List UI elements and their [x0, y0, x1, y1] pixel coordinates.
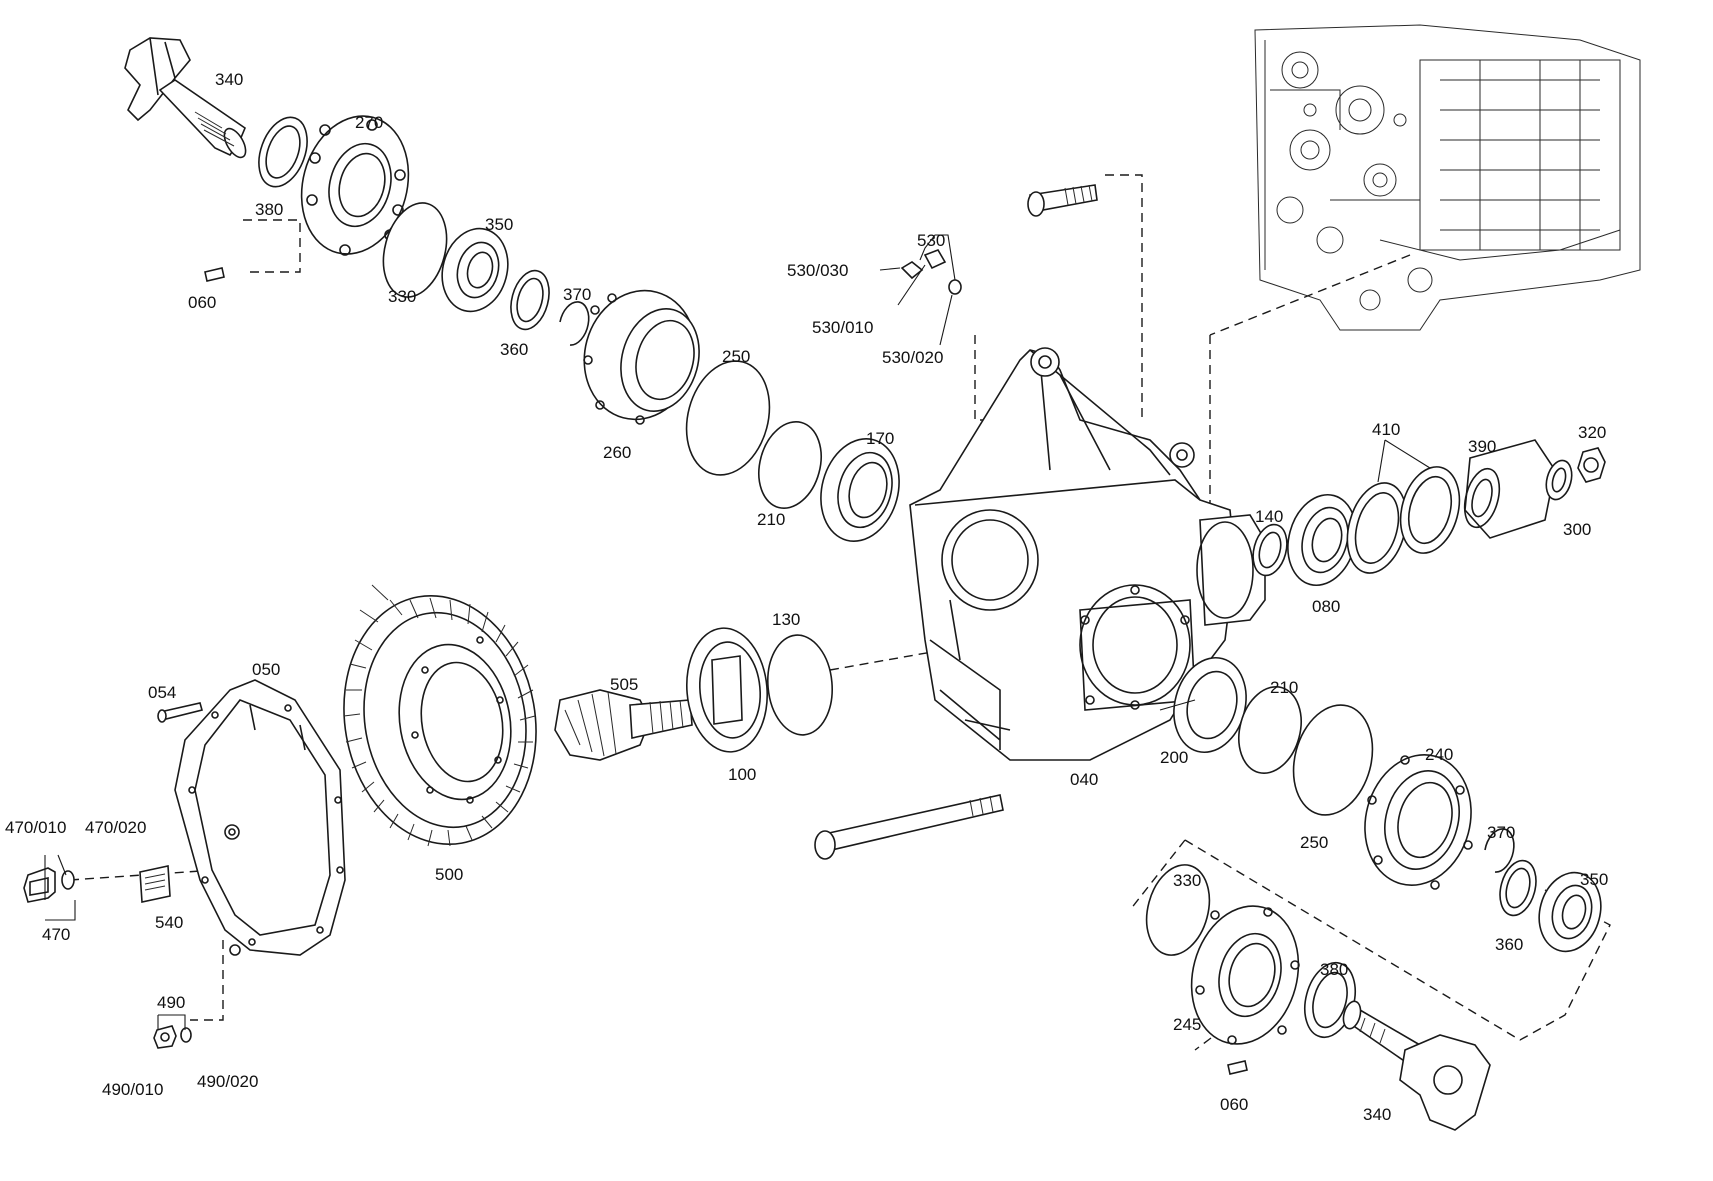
- flange-shaft-340-top: [124, 37, 247, 159]
- label-530-010: 530/010: [812, 318, 873, 337]
- label-490: 490: [157, 993, 185, 1012]
- flange-shaft-340-bottom: [1342, 1000, 1491, 1131]
- label-360-b: 360: [1495, 935, 1523, 954]
- ring-140: [1252, 523, 1288, 577]
- shim-130: [767, 634, 833, 736]
- bearing-350-top: [441, 227, 509, 313]
- label-490-010: 490/010: [102, 1080, 163, 1099]
- label-210-b: 210: [1270, 678, 1298, 697]
- label-370-b: 370: [1487, 823, 1515, 842]
- label-370: 370: [563, 285, 591, 304]
- ring-360-top: [510, 269, 550, 331]
- label-470-010: 470/010: [5, 818, 66, 837]
- label-500: 500: [435, 865, 463, 884]
- label-050: 050: [252, 660, 280, 679]
- bearing-170: [820, 438, 900, 542]
- label-340-b: 340: [1363, 1105, 1391, 1124]
- leader-lines: [44, 264, 1431, 1030]
- label-250: 250: [722, 347, 750, 366]
- plate-540: [139, 865, 171, 903]
- label-410: 410: [1372, 420, 1400, 439]
- label-260: 260: [603, 443, 631, 462]
- cover-245: [1190, 905, 1300, 1045]
- seal-490-020: [180, 1027, 192, 1043]
- cover-050: [174, 679, 346, 956]
- transmission-housing-sketch: [1254, 24, 1641, 331]
- label-210: 210: [757, 510, 785, 529]
- pinion-505: [554, 689, 693, 761]
- label-140: 140: [1255, 507, 1283, 526]
- label-200: 200: [1160, 748, 1188, 767]
- label-540: 540: [155, 913, 183, 932]
- label-250-b: 250: [1300, 833, 1328, 852]
- washer-300: [1545, 459, 1573, 501]
- ring-360-bottom: [1499, 859, 1537, 917]
- screw-060-bottom: [1227, 1060, 1248, 1075]
- seal-470-020: [61, 870, 75, 890]
- nut-320: [1577, 447, 1606, 483]
- label-054: 054: [148, 683, 176, 702]
- label-360: 360: [500, 340, 528, 359]
- label-470: 470: [42, 925, 70, 944]
- o-ring-330-top: [382, 202, 448, 298]
- label-080: 080: [1312, 597, 1340, 616]
- circlip-370-bottom: [1484, 828, 1515, 873]
- screw-060-top: [204, 267, 225, 282]
- label-505: 505: [610, 675, 638, 694]
- ring-210-bottom: [1238, 685, 1302, 775]
- label-060: 060: [188, 293, 216, 312]
- label-100: 100: [728, 765, 756, 784]
- seal-380-top: [258, 116, 308, 188]
- bearing-100: [685, 627, 769, 753]
- seal-380-bottom: [1304, 961, 1356, 1039]
- cover-260: [583, 289, 700, 425]
- circlip-370-top: [559, 301, 590, 346]
- label-390: 390: [1468, 437, 1496, 456]
- plug-470: [23, 867, 56, 903]
- label-380: 380: [255, 200, 283, 219]
- o-ring-250-bottom: [1292, 704, 1374, 816]
- ring-gear-500: [343, 584, 537, 847]
- o-ring-250-top: [685, 360, 771, 476]
- label-340: 340: [215, 70, 243, 89]
- label-240: 240: [1425, 745, 1453, 764]
- bearing-350-bottom: [1538, 871, 1602, 953]
- label-330: 330: [388, 287, 416, 306]
- cover-270: [300, 115, 410, 256]
- label-470-020: 470/020: [85, 818, 146, 837]
- label-530: 530: [917, 231, 945, 250]
- cover-240: [1364, 754, 1473, 890]
- label-350-b: 350: [1580, 870, 1608, 889]
- label-170: 170: [866, 429, 894, 448]
- screw-054: [157, 702, 203, 723]
- label-270: 270: [355, 113, 383, 132]
- coupling-390: [1463, 439, 1556, 539]
- seal-410-a: [1346, 482, 1408, 574]
- label-330-b: 330: [1173, 871, 1201, 890]
- long-bolt: [814, 794, 1004, 860]
- label-530-020: 530/020: [882, 348, 943, 367]
- label-320: 320: [1578, 423, 1606, 442]
- label-060-b: 060: [1220, 1095, 1248, 1114]
- fitting-530: [900, 234, 962, 295]
- main-housing-040: [909, 347, 1266, 761]
- label-350: 350: [485, 215, 513, 234]
- label-040: 040: [1070, 770, 1098, 789]
- plug-490: [153, 1025, 177, 1049]
- bearing-200: [1173, 656, 1247, 754]
- label-300: 300: [1563, 520, 1591, 539]
- label-380-b: 380: [1320, 960, 1348, 979]
- label-490-020: 490/020: [197, 1072, 258, 1091]
- bolt-top: [1027, 184, 1098, 217]
- label-245: 245: [1173, 1015, 1201, 1034]
- ring-210-top: [758, 420, 822, 510]
- part-labels: 340 270 380 350 060 330 370 360 250 260 …: [5, 70, 1608, 1124]
- label-530-030: 530/030: [787, 261, 848, 280]
- seal-410-b: [1399, 466, 1461, 554]
- o-ring-330-bottom: [1145, 864, 1211, 956]
- label-130: 130: [772, 610, 800, 629]
